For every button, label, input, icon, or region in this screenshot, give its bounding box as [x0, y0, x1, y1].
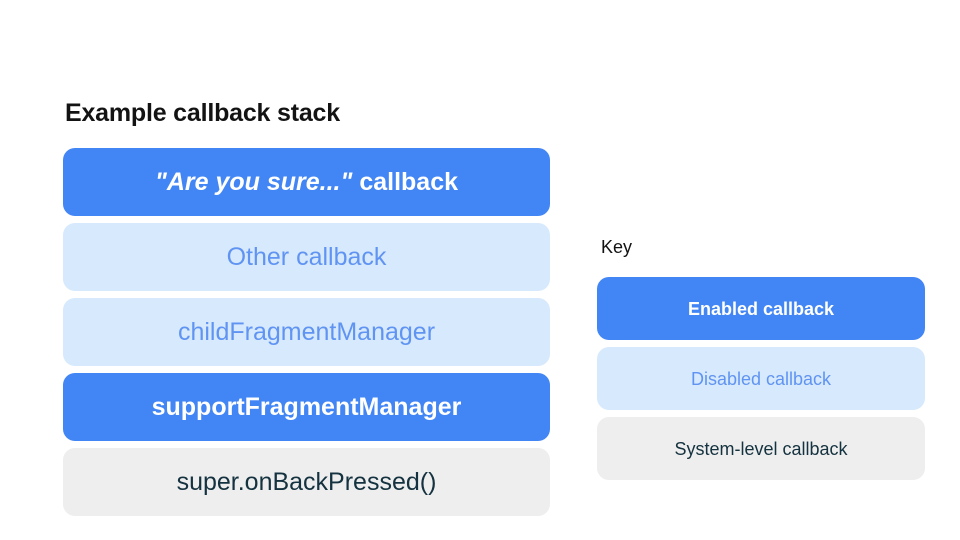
- stack-item-label-tail: callback: [352, 168, 459, 196]
- page-title: Example callback stack: [65, 99, 340, 127]
- key-item-label: Disabled callback: [690, 368, 832, 389]
- stack-item-are-you-sure-callback[interactable]: "Are you sure..." callback: [63, 148, 550, 216]
- key-item-label: Enabled callback: [687, 298, 835, 319]
- stack-item-label-quoted: "Are you sure...": [154, 168, 353, 196]
- key-legend-list: Enabled callback Disabled callback Syste…: [597, 277, 925, 480]
- key-item-label: System-level callback: [674, 438, 848, 459]
- key-title: Key: [601, 237, 633, 257]
- stack-item-super-on-back-pressed[interactable]: super.onBackPressed(): [63, 448, 550, 516]
- stack-item-support-fragment-manager[interactable]: supportFragmentManager: [63, 373, 550, 441]
- key-legend-section: Key Enabled callback Disabled callback S…: [597, 236, 925, 480]
- stack-item-label: super.onBackPressed(): [176, 468, 437, 496]
- stack-item-label: "Are you sure..." callback: [155, 167, 458, 197]
- stack-item-label: childFragmentManager: [177, 318, 436, 346]
- key-item-disabled-callback: Disabled callback: [597, 347, 925, 410]
- callback-stack-list: "Are you sure..." callback Other callbac…: [63, 148, 550, 516]
- stack-item-child-fragment-manager[interactable]: childFragmentManager: [63, 298, 550, 366]
- key-item-enabled-callback: Enabled callback: [597, 277, 925, 340]
- key-item-system-level-callback: System-level callback: [597, 417, 925, 480]
- callback-stack-section: Example callback stack "Are you sure..."…: [63, 98, 550, 516]
- stack-item-label: Other callback: [226, 243, 387, 271]
- stack-item-label: supportFragmentManager: [151, 393, 462, 421]
- stack-item-other-callback[interactable]: Other callback: [63, 223, 550, 291]
